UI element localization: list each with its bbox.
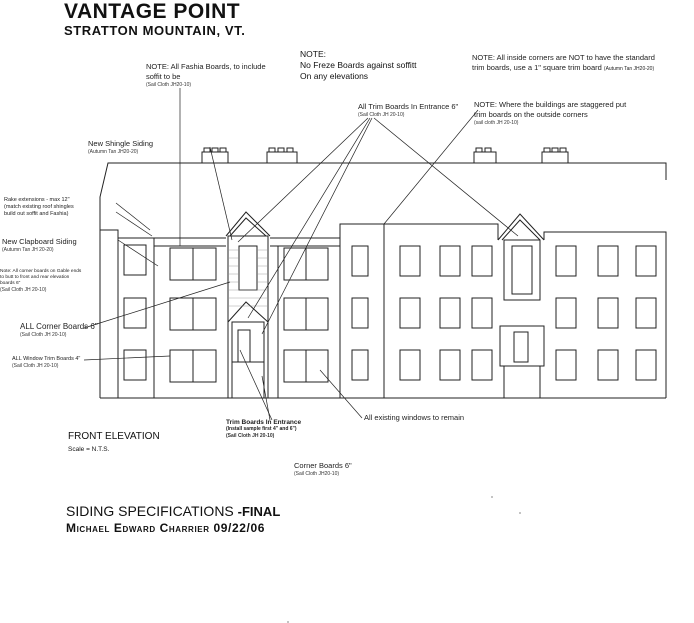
note-all-corner: ALL Corner Boards 6"(Sail Cloth JH 20-10… <box>20 322 98 338</box>
note-inside-corners: NOTE: All inside corners are NOT to have… <box>472 53 655 72</box>
note-shingle: New Shingle Siding(Autumn Tan JH20-20) <box>88 139 154 155</box>
note-corner-gable: Note: All corner boards on Gable ends to… <box>0 269 82 293</box>
note-window-trim: ALL Window Trim Boards 4"(Sail Cloth JH … <box>12 356 81 369</box>
spec-title: SIDING SPECIFICATIONS -FINAL <box>66 503 281 519</box>
leader-lines <box>83 88 519 421</box>
note-clapboard: New Clapboard Siding(Autumn Tan JH 20-20… <box>2 237 77 253</box>
elevation-label: FRONT ELEVATION <box>68 431 160 442</box>
note-corner-6: Corner Boards 6"(Sail Cloth JH20-10) <box>294 461 352 477</box>
project-location: STRATTON MOUNTAIN, VT. <box>64 23 246 38</box>
note-fashia: NOTE: All Fashia Boards, to include soff… <box>146 62 266 88</box>
note-staggered: NOTE: Where the buildings are staggered … <box>474 100 627 126</box>
elevation-scale: Scale = N.T.S. <box>68 446 110 453</box>
chimneys <box>201 147 569 164</box>
note-trim-entrance: All Trim Boards In Entrance 6"(Sail Clot… <box>358 102 459 118</box>
author-date: Michael Edward Charrier 09/22/06 <box>66 521 266 535</box>
roof-outline <box>99 162 667 230</box>
shingle-hatch <box>229 249 267 307</box>
note-rake: Rake extensions - max 12"(match existing… <box>4 197 74 217</box>
project-title: VANTAGE POINT <box>64 0 241 23</box>
note-existing-windows: All existing windows to remain <box>364 413 465 422</box>
note-trim-in-entrance: Trim Boards In Entrance(Install sample f… <box>226 419 302 439</box>
